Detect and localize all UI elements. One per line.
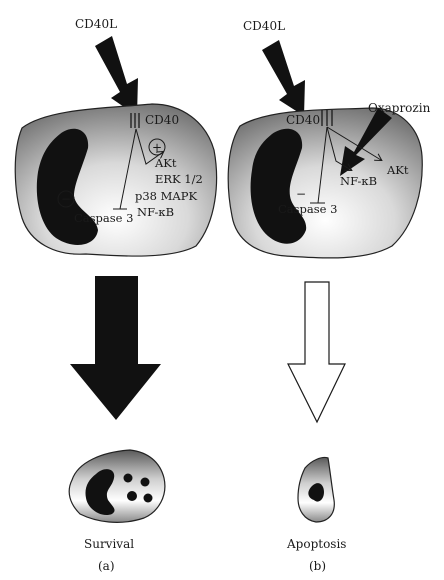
signal-nfkb-a: NF-κB: [137, 205, 174, 219]
minus-sign-b: −: [296, 187, 306, 201]
panel-label-a: (a): [98, 559, 115, 573]
ligand-label-b: CD40L: [243, 19, 285, 33]
receptor-label-a: CD40: [145, 113, 179, 127]
signal-erk-a: ERK 1/2: [155, 172, 203, 186]
caspase-label-a: Caspase 3: [74, 211, 133, 225]
signal-lines-b: [310, 126, 381, 204]
panel-label-b: (b): [309, 559, 326, 573]
ligand-arrow-b: [262, 40, 305, 116]
receptor-bars-a: [130, 113, 140, 128]
ligand-arrow-a: [95, 36, 138, 116]
minus-sign-a: −: [61, 192, 71, 206]
caspase-label-b: Caspase 3: [278, 202, 337, 216]
receptor-label-b: CD40: [286, 113, 320, 127]
signal-nfkb-b: NF-κB: [340, 174, 377, 188]
ligand-label-a: CD40L: [75, 17, 117, 31]
outcome-label-b: Apoptosis: [286, 537, 346, 551]
panel-b: CD40L CD40 Oxaprozin − NF-κB AKt Caspase…: [227, 19, 431, 573]
survival-nucleus: [85, 469, 115, 516]
signal-lines-a: [113, 128, 163, 210]
drug-label: Oxaprozin: [368, 101, 431, 115]
outcome-arrow-b: [287, 281, 346, 424]
apoptosis-nucleus: [308, 483, 324, 502]
nucleus-a: [36, 128, 98, 245]
plus-circle-a: [148, 138, 166, 156]
survival-cell: [68, 449, 166, 523]
minus-circle-a: [57, 190, 75, 208]
signal-p38-a: p38 MAPK: [135, 189, 197, 203]
signal-akt-b: AKt: [386, 163, 409, 177]
panel-a: CD40L CD40 + − AKt ERK 1/2 p38 MAPK NF-κ…: [14, 17, 218, 573]
drug-arrow: [340, 108, 392, 176]
receptor-bars-b: [321, 110, 333, 126]
outcome-label-a: Survival: [84, 537, 134, 551]
plus-sign-a: +: [152, 141, 162, 155]
survival-vesicles: [123, 473, 153, 503]
signal-akt-a: AKt: [154, 156, 177, 170]
outcome-arrow-a: [70, 276, 161, 420]
nucleus-b: [250, 128, 307, 244]
